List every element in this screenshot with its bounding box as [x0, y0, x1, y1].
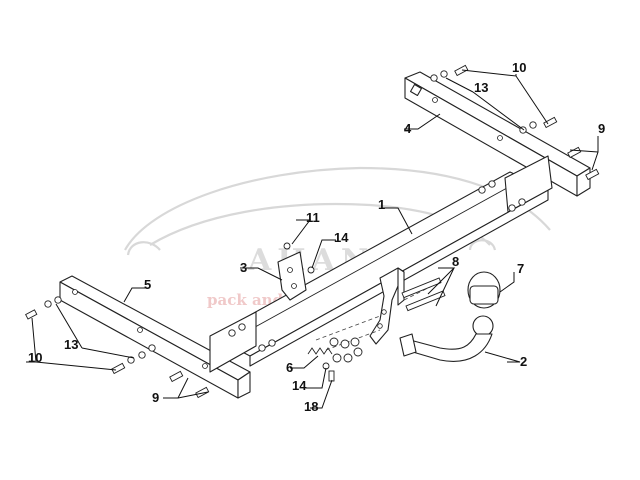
callout-14-upper: 14 — [334, 230, 349, 245]
right-side-bracket — [404, 71, 591, 197]
callout-4: 4 — [404, 121, 412, 136]
callout-9-right: 9 — [598, 121, 605, 136]
callout-2: 2 — [520, 354, 527, 369]
watermark-car-outline — [124, 166, 551, 256]
callout-13-left: 13 — [64, 337, 78, 352]
callout-3: 3 — [240, 260, 247, 275]
hitch-mount-bracket — [369, 267, 405, 345]
beam-end-plates — [209, 155, 553, 373]
callout-10-right: 10 — [512, 60, 526, 75]
callout-5: 5 — [144, 277, 151, 292]
tow-ball-cover — [467, 271, 501, 309]
leader-lines — [26, 69, 599, 409]
bracket-screw — [283, 242, 315, 274]
callout-18: 18 — [304, 399, 318, 414]
bolts-set — [401, 277, 446, 312]
spring-and-washers — [307, 337, 363, 363]
callout-9-left: 9 — [152, 390, 159, 405]
callout-labels: 1 2 3 4 5 6 7 8 9 9 10 10 11 13 13 14 14… — [28, 60, 605, 414]
callout-13-right: 13 — [474, 80, 488, 95]
callout-7: 7 — [517, 261, 524, 276]
callout-10-left: 10 — [28, 350, 42, 365]
callout-8: 8 — [452, 254, 459, 269]
side-bolts — [25, 64, 600, 399]
callout-14-lower: 14 — [292, 378, 307, 393]
lower-washer-bolt — [322, 362, 335, 382]
left-side-bracket — [59, 275, 251, 399]
tow-ball-neck — [399, 315, 494, 362]
socket-bracket — [277, 251, 307, 301]
callout-6: 6 — [286, 360, 293, 375]
callout-1: 1 — [378, 197, 385, 212]
callout-11: 11 — [306, 210, 320, 225]
